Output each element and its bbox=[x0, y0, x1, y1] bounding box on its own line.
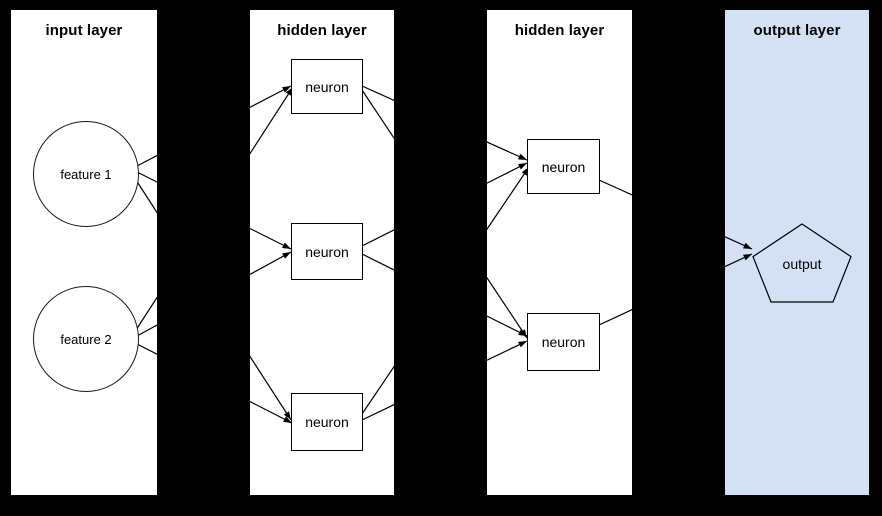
node-feature-2[interactable]: feature 2 bbox=[33, 286, 139, 392]
edge-h1-neuron-1-to-h2-neuron-1 bbox=[487, 141, 528, 161]
arrowhead-h1-neuron-1 bbox=[282, 86, 291, 93]
edge-feature-2-to-h1-neuron-2 bbox=[137, 252, 291, 336]
edge-feature-1-to-h1-neuron-3 bbox=[136, 180, 291, 420]
node-h1-neuron-2[interactable]: neuron bbox=[291, 223, 363, 280]
layer-title-hidden-1: hidden layer bbox=[277, 22, 367, 39]
node-label: neuron bbox=[541, 158, 586, 175]
edge-h2-neuron-1-to-output-node bbox=[598, 179, 632, 196]
edge-h1-neuron-2-to-h2-neuron-2 bbox=[361, 253, 394, 271]
node-label: output bbox=[782, 255, 822, 272]
node-feature-1[interactable]: feature 1 bbox=[33, 121, 139, 227]
edge-feature-2-to-h1-neuron-3 bbox=[137, 344, 292, 423]
node-label: neuron bbox=[305, 414, 349, 430]
node-h1-neuron-3[interactable]: neuron bbox=[291, 393, 363, 451]
node-label: neuron bbox=[305, 78, 349, 95]
layer-title-output: output layer bbox=[753, 22, 841, 39]
arrowhead-h1-neuron-2 bbox=[282, 242, 291, 249]
edge-h1-neuron-2-to-h2-neuron-1 bbox=[362, 163, 527, 246]
edge-h2-neuron-2-to-output-node bbox=[598, 309, 632, 326]
edge-h1-neuron-2-to-h2-neuron-2 bbox=[362, 254, 527, 336]
edge-h1-neuron-1-to-h2-neuron-2 bbox=[362, 90, 527, 338]
arrowhead-h1-neuron-2 bbox=[282, 252, 291, 259]
node-h1-neuron-1[interactable]: neuron bbox=[291, 59, 363, 114]
node-h2-neuron-2[interactable]: neuron bbox=[527, 313, 600, 371]
arrowhead-h2-neuron-1 bbox=[518, 163, 527, 170]
pentagon-shape bbox=[752, 223, 852, 303]
node-label: neuron bbox=[305, 243, 349, 260]
edge-h1-neuron-2-to-h2-neuron-1 bbox=[361, 229, 394, 247]
arrowhead-output-node bbox=[743, 242, 752, 249]
node-label: feature 2 bbox=[60, 331, 112, 347]
edge-feature-1-to-h1-neuron-1 bbox=[250, 85, 292, 108]
edge-h1-neuron-3-to-h2-neuron-1 bbox=[361, 365, 394, 415]
edge-h1-neuron-1-to-h2-neuron-2 bbox=[487, 276, 528, 339]
edge-feature-1-to-h1-neuron-2 bbox=[137, 172, 291, 249]
edge-feature-1-to-h1-neuron-3 bbox=[250, 355, 292, 421]
node-label: neuron bbox=[541, 334, 586, 350]
edge-feature-2-to-h1-neuron-1 bbox=[250, 86, 294, 155]
layer-title-hidden-2: hidden layer bbox=[514, 22, 605, 39]
arrowhead-output-node bbox=[743, 254, 752, 261]
node-label: feature 1 bbox=[60, 166, 112, 182]
layer-card-hidden-2: hidden layer bbox=[487, 10, 632, 495]
arrowhead-h1-neuron-3 bbox=[283, 416, 292, 423]
edge-h1-neuron-1-to-h2-neuron-2 bbox=[361, 89, 394, 140]
node-h2-neuron-1[interactable]: neuron bbox=[527, 139, 600, 194]
arrowhead-h1-neuron-3 bbox=[283, 411, 291, 420]
edge-h2-neuron-2-to-output-node bbox=[725, 253, 753, 268]
edge-feature-2-to-h1-neuron-1 bbox=[136, 87, 293, 330]
edge-feature-1-to-h1-neuron-1 bbox=[137, 86, 291, 166]
edge-h1-neuron-1-to-h2-neuron-1 bbox=[361, 85, 394, 102]
edge-feature-2-to-h1-neuron-2 bbox=[250, 251, 292, 276]
edge-h1-neuron-3-to-h2-neuron-2 bbox=[487, 340, 528, 361]
edge-h1-neuron-3-to-h2-neuron-2 bbox=[362, 341, 527, 420]
layer-card-input: input layer bbox=[11, 10, 157, 495]
edge-h1-neuron-3-to-h2-neuron-1 bbox=[487, 166, 530, 231]
edge-feature-1-to-h1-neuron-2 bbox=[250, 227, 292, 250]
arrowhead-h2-neuron-2 bbox=[518, 341, 527, 348]
edge-feature-2-to-h1-neuron-3 bbox=[250, 400, 293, 424]
layer-title-input: input layer bbox=[45, 22, 123, 39]
edge-h1-neuron-2-to-h2-neuron-2 bbox=[487, 315, 528, 337]
edge-h1-neuron-2-to-h2-neuron-1 bbox=[487, 162, 528, 184]
node-output-node[interactable]: output bbox=[752, 223, 852, 303]
edge-h1-neuron-1-to-h2-neuron-1 bbox=[362, 86, 527, 160]
arrowhead-h2-neuron-1 bbox=[518, 153, 527, 160]
edge-h1-neuron-3-to-h2-neuron-2 bbox=[361, 404, 394, 421]
edge-h2-neuron-1-to-output-node bbox=[725, 236, 753, 250]
edge-h1-neuron-3-to-h2-neuron-1 bbox=[362, 167, 529, 414]
arrowhead-h2-neuron-2 bbox=[518, 329, 527, 336]
